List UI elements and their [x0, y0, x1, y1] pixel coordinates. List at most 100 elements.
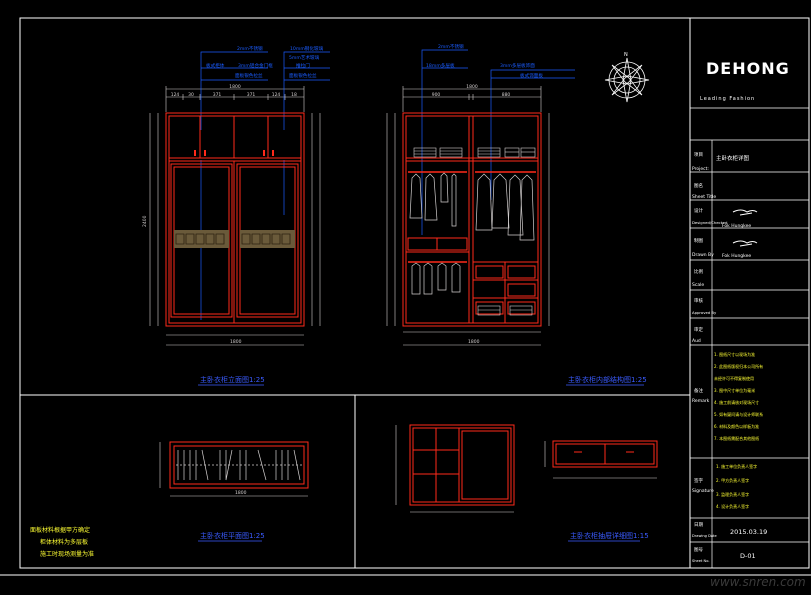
design-label-en: Designed/Checked	[692, 220, 728, 225]
drawn-label-en: Drawn By	[692, 252, 714, 258]
drawing-date: 2015.03.19	[730, 528, 767, 536]
design-label-cn: 设计	[694, 207, 703, 214]
plan-view: 1800 主卧衣柜平面图1:25	[159, 441, 309, 542]
notes-label-en: Remark	[692, 398, 710, 404]
front-note-2: 10mm钢化玻璃	[290, 45, 324, 52]
interior-elevation: 900 880 1800 2mm不锈钢 18mm多层板 3mm多层板饰面 板式饰…	[386, 43, 647, 386]
construction-notes: 面板材料根据甲方确定 柜体材料为多层板 施工时现场测量为准	[30, 526, 94, 558]
interior-dimension-side	[386, 113, 550, 346]
remark-4: 3. 图中尺寸单位为毫米	[714, 387, 755, 393]
left-door-pattern	[174, 230, 229, 248]
scale-label-en: Scale	[692, 282, 704, 288]
interior-leaders	[421, 49, 575, 235]
interior-dim-1: 900	[432, 92, 441, 98]
front-view-title: 主卧衣柜立面图1:25	[200, 375, 265, 384]
front-elevation: 124 30 371 371 124 18 1800 2mm不锈钢 10mm钢化…	[142, 45, 330, 386]
review-label-en: Aud	[692, 338, 701, 344]
drawer-detail	[552, 440, 658, 468]
drawn-value: Fok Hungkee	[722, 253, 751, 259]
design-value: Fok Hungkee	[722, 223, 751, 229]
front-wardrobe-body	[165, 112, 305, 327]
interior-note-3: 3mm多层板饰面	[500, 62, 535, 69]
front-dim-6: 18	[291, 92, 297, 98]
drawer-signature-icon	[732, 240, 758, 247]
signature-line-3: 3. 监理负责人签字	[716, 491, 749, 497]
front-dim-1: 124	[171, 92, 180, 98]
interior-dim-2: 880	[502, 92, 511, 98]
remark-3: 未经许可不得复制使用	[714, 375, 754, 381]
project-label-cn: 项目	[694, 152, 703, 158]
interior-note-4: 板式饰面板	[520, 72, 543, 79]
front-note-6: 推拉门	[296, 62, 310, 69]
number-label-en: Sheet No.	[692, 559, 710, 563]
interior-bottom-dim: 1800	[468, 339, 480, 345]
company-logo: DEHONG	[706, 59, 790, 78]
plan-hangers	[176, 449, 302, 481]
front-note-8: 面板银色拉丝	[289, 72, 317, 79]
front-dim-5: 124	[272, 92, 281, 98]
note-line-2: 柜体材料为多层板	[40, 538, 88, 546]
svg-text:N: N	[624, 52, 628, 58]
scale-label-cn: 比例	[694, 268, 703, 275]
front-handles	[194, 150, 274, 156]
front-dim-total: 1800	[229, 84, 241, 90]
designer-signature-icon	[732, 209, 758, 216]
front-note-1: 2mm不锈钢	[237, 45, 263, 52]
folded-clothes	[413, 147, 536, 316]
interior-dimension-top	[402, 86, 542, 112]
signature-label-en: Signature	[692, 488, 714, 494]
remark-8: 7. 本图纸需配合其他图纸	[714, 435, 759, 441]
signature-line-1: 1. 施工单位负责人签字	[716, 463, 757, 469]
interior-dim-total: 1800	[466, 84, 478, 90]
interior-note-2: 18mm多层板	[426, 62, 455, 69]
remark-5: 4. 施工前请核对现场尺寸	[714, 399, 759, 405]
interior-view-title: 主卧衣柜内部结构图1:25	[568, 375, 647, 384]
title-block: DEHONG Leading Fashion 项目 Project: 主卧衣柜详…	[690, 59, 809, 568]
note-line-1: 面板材料根据甲方确定	[30, 526, 90, 534]
date-label-cn: 日期	[694, 522, 703, 528]
hanging-garments	[409, 172, 535, 295]
interior-note-1: 2mm不锈钢	[438, 43, 464, 50]
date-label-en: Drawing Date	[692, 534, 717, 538]
front-note-5: 5mm艺术玻璃	[289, 54, 320, 61]
project-value: 主卧衣柜详图	[716, 154, 750, 162]
section-view: 主卧衣柜抽屉详细图1:15	[395, 424, 658, 542]
company-tagline: Leading Fashion	[700, 96, 755, 102]
signature-line-4: 4. 设计负责人签字	[716, 503, 749, 509]
remark-1: 1. 图纸尺寸以现场为准	[714, 351, 755, 357]
right-door-pattern	[240, 230, 295, 248]
sheet-label-cn: 图名	[694, 182, 703, 189]
watermark: www.snren.com	[710, 575, 806, 589]
project-label-en: Project:	[692, 166, 709, 172]
plan-view-title: 主卧衣柜平面图1:25	[200, 531, 265, 540]
drawn-label-cn: 制图	[694, 237, 703, 244]
note-line-3: 施工时现场测量为准	[40, 550, 94, 558]
front-note-4: 3mm铝合金门框	[238, 62, 273, 69]
front-note-3: 板式柜体	[206, 62, 225, 69]
approved-label-en: Approved By	[692, 310, 717, 315]
sheet-number: D-01	[740, 552, 756, 560]
front-dimension-side	[149, 113, 321, 346]
remark-7: 6. 材料及颜色以样板为准	[714, 423, 759, 429]
notes-label-cn: 备注	[694, 387, 703, 394]
front-dim-4: 371	[247, 92, 256, 98]
remark-2: 2. 此图纸版权归本公司所有	[714, 363, 763, 369]
section-view-title: 主卧衣柜抽屉详细图1:15	[570, 531, 649, 540]
interior-wardrobe-body	[402, 112, 542, 327]
front-dim-3: 371	[213, 92, 222, 98]
signature-line-2: 2. 甲方负责人签字	[716, 477, 749, 483]
sheet-label-en: Sheet Title	[692, 194, 716, 200]
remark-6: 5. 如有疑问请与设计师联系	[714, 411, 763, 417]
front-dimension-top	[165, 86, 305, 112]
front-dim-2: 30	[188, 92, 194, 98]
front-height-dim: 2400	[142, 215, 148, 227]
remark-notes: 1. 图纸尺寸以现场为准 2. 此图纸版权归本公司所有 未经许可不得复制使用 3…	[714, 351, 763, 441]
drawing-border	[19, 17, 810, 569]
signature-lines: 1. 施工单位负责人签字 2. 甲方负责人签字 3. 监理负责人签字 4. 设计…	[716, 463, 757, 509]
signature-label-cn: 签字	[694, 477, 703, 484]
front-note-7: 面板银色拉丝	[235, 72, 263, 79]
front-bottom-dim: 1800	[230, 339, 242, 345]
plan-width-dim: 1800	[235, 490, 247, 496]
review-label-cn: 审定	[694, 326, 703, 333]
